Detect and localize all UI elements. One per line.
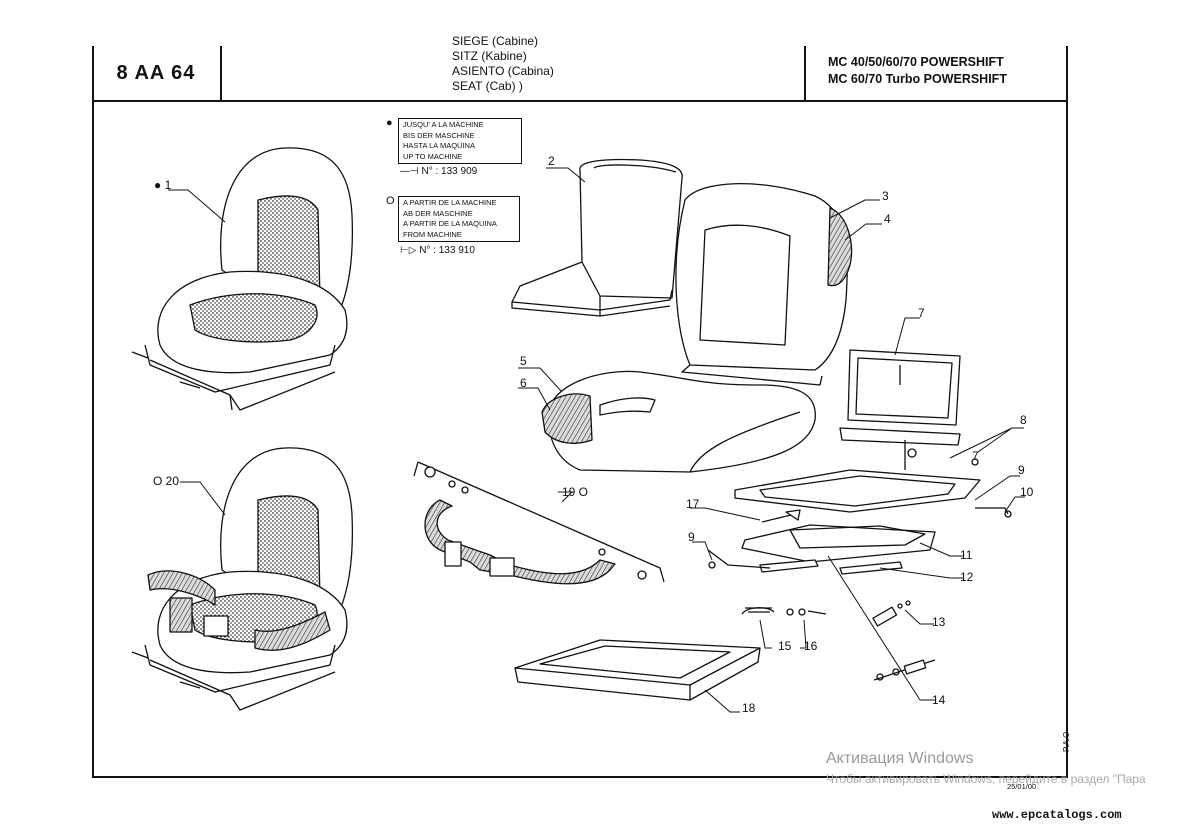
title-fr: SIEGE (Cabine) <box>452 34 539 48</box>
leader-lines <box>168 167 1025 713</box>
slide-rails-part-11 <box>741 524 936 575</box>
section-titles: SIEGE (Cabine) SITZ (Kabine) ASIENTO (Ca… <box>452 34 554 94</box>
print-date: 25/01/00 <box>1007 782 1037 791</box>
note-from-machine: A PARTIR DE LA MACHINE AB DER MASCHINE A… <box>398 196 520 242</box>
seat-shell-part-2 <box>511 158 683 317</box>
serial-from: ⊢▷ N° : 133 910 <box>400 245 475 256</box>
callout-17: 17 <box>686 497 700 511</box>
serial-until-text: N° : 133 909 <box>421 166 478 177</box>
arrow-start-icon: ⊢▷ <box>400 245 417 256</box>
callout-6: 6 <box>520 376 527 390</box>
activation-watermark-title: Активация Windows <box>826 750 974 767</box>
callout-7: 7 <box>918 306 925 320</box>
serial-until: —⊣ N° : 133 909 <box>400 166 477 177</box>
callout-labels: ● 1 O 20 2 3 4 5 6 7 7 8 9 9 10 11 12 13… <box>153 154 1034 715</box>
page-frame <box>92 46 1068 778</box>
header-divider <box>92 100 1066 102</box>
backrest-cushion-part-3 <box>675 183 853 386</box>
callout-12: 12 <box>960 570 974 584</box>
note-until-line: UP TO MACHINE <box>403 151 463 161</box>
callout-3: 3 <box>882 189 889 203</box>
callout-11: 11 <box>960 548 973 562</box>
callout-7b: 7 <box>972 449 979 463</box>
callout-15: 15 <box>778 639 792 653</box>
callout-5: 5 <box>520 354 527 368</box>
model-line-1: MC 40/50/60/70 POWERSHIFT <box>828 55 1004 69</box>
note-from-line: A PARTIR DE LA MAQUINA <box>403 219 497 228</box>
callout-4: 4 <box>884 212 891 226</box>
small-parts <box>707 458 1012 681</box>
note-until-line: BIS DER MASCHINE <box>403 130 475 140</box>
note-until-line: JUSQU' A LA MACHINE <box>403 120 484 129</box>
title-es: ASIENTO (Cabina) <box>452 64 554 78</box>
model-box: MC 40/50/60/70 POWERSHIFT MC 60/70 Turbo… <box>804 46 1064 100</box>
note-from-line: AB DER MASCHINE <box>403 208 473 218</box>
from-symbol: O <box>386 195 395 207</box>
until-symbol: ● <box>386 117 393 129</box>
seat-assembly-20 <box>131 447 354 711</box>
callout-13: 13 <box>932 615 946 629</box>
callout-19: 19 O <box>562 485 588 499</box>
callout-8: 8 <box>1020 413 1027 427</box>
title-de: SITZ (Kabine) <box>452 49 527 63</box>
note-from-line: A PARTIR DE LA MACHINE <box>403 198 497 207</box>
callout-16: 16 <box>804 639 818 653</box>
callout-20: O 20 <box>153 474 179 488</box>
title-en: SEAT (Cab) ) <box>452 79 523 93</box>
callout-10: 10 <box>1020 485 1034 499</box>
serial-from-text: N° : 133 910 <box>419 245 475 256</box>
site-url: www.epcatalogs.com <box>992 808 1122 822</box>
seat-belt-part-19 <box>413 461 665 585</box>
callout-9b: 9 <box>688 530 695 544</box>
callout-9: 9 <box>1018 463 1025 477</box>
seat-cushion-part-5 <box>541 370 816 473</box>
note-from-line: FROM MACHINE <box>403 229 462 239</box>
vertical-code: P.A.O <box>1062 731 1071 752</box>
note-until-line: HASTA LA MAQUINA <box>403 141 475 150</box>
callout-18: 18 <box>742 701 756 715</box>
seat-assembly-1 <box>131 147 354 411</box>
catalog-code: 8 AA 64 <box>92 46 222 100</box>
callout-2: 2 <box>548 154 555 168</box>
frame-part-7 <box>734 349 981 513</box>
arrow-stop-icon: —⊣ <box>400 166 419 177</box>
note-until-machine: JUSQU' A LA MACHINE BIS DER MASCHINE HAS… <box>398 118 522 164</box>
activation-watermark-text: Чтобы активировать Windows, перейдите в … <box>826 772 1146 786</box>
model-line-2: MC 60/70 Turbo POWERSHIFT <box>828 72 1007 86</box>
base-plate-part-18 <box>514 639 761 701</box>
callout-1: ● 1 <box>154 178 172 192</box>
callout-14: 14 <box>932 693 946 707</box>
